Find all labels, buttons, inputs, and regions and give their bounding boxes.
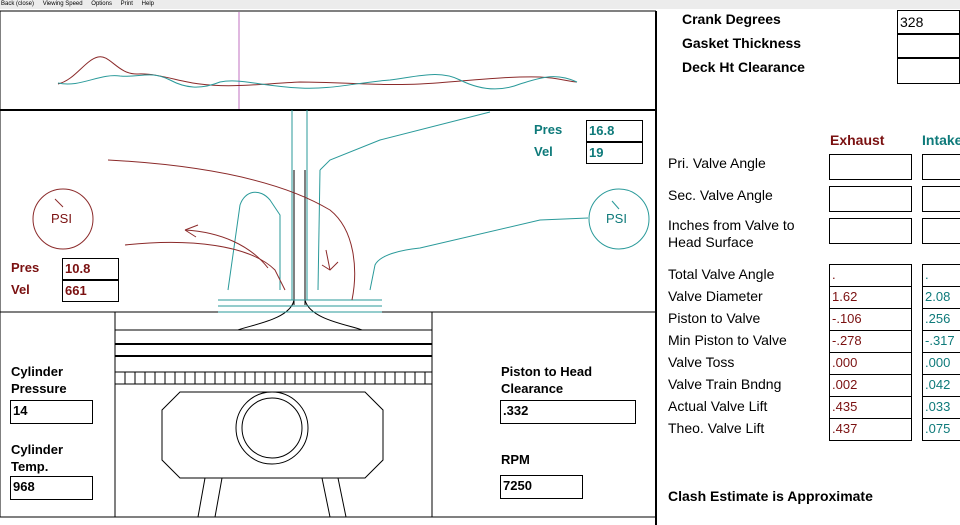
- connecting-rod: [197, 477, 347, 518]
- piston-to-head-label-2: Clearance: [501, 381, 564, 396]
- actual-valve-lift-exhaust[interactable]: .435: [829, 396, 912, 419]
- theo-valve-lift-intake[interactable]: .075: [922, 418, 960, 441]
- inches-from-valve-intake[interactable]: [922, 218, 960, 244]
- sec-valve-angle-intake[interactable]: [922, 186, 960, 212]
- actual-valve-lift-label: Actual Valve Lift: [668, 398, 768, 414]
- pri-valve-angle-intake[interactable]: [922, 154, 960, 180]
- inches-from-valve-exhaust[interactable]: [829, 218, 912, 244]
- intake-header: Intake: [922, 132, 960, 148]
- total-valve-angle-intake[interactable]: .: [922, 264, 960, 287]
- deck-ht-clearance-field[interactable]: [897, 58, 960, 84]
- total-valve-angle-exhaust[interactable]: .: [829, 264, 912, 287]
- cylinder-temp-label-1: Cylinder: [11, 442, 64, 457]
- valve-toss-label: Valve Toss: [668, 354, 735, 370]
- crank-degrees-label: Crank Degrees: [682, 11, 781, 27]
- pri-valve-angle-label: Pri. Valve Angle: [668, 155, 766, 171]
- exhaust-pressure-trace: [57, 56, 578, 87]
- piston-to-valve-intake[interactable]: .256: [922, 308, 960, 331]
- menu-bar: Back (close) Viewing Speed Options Print…: [0, 0, 960, 9]
- exhaust-header: Exhaust: [830, 132, 885, 148]
- intake-pressure-trace: [57, 74, 578, 90]
- intake-pres-label: Pres: [534, 122, 563, 137]
- actual-valve-lift-intake[interactable]: .033: [922, 396, 960, 419]
- min-piston-to-valve-exhaust[interactable]: -.278: [829, 330, 912, 353]
- gasket-thickness-label: Gasket Thickness: [682, 35, 802, 51]
- intake-vel-label: Vel: [534, 144, 553, 159]
- gasket-thickness-field[interactable]: [897, 34, 960, 58]
- intake-pres-field[interactable]: 16.8: [586, 120, 643, 142]
- piston-to-head-label-1: Piston to Head: [501, 364, 593, 379]
- exhaust-psi-gauge: [32, 188, 94, 250]
- exhaust-pres-field[interactable]: 10.8: [62, 258, 119, 280]
- piston-to-head-field[interactable]: .332: [500, 400, 636, 424]
- menu-options[interactable]: Options: [91, 1, 112, 7]
- menu-help[interactable]: Help: [141, 1, 154, 7]
- valve-diameter-intake[interactable]: 2.08: [922, 286, 960, 309]
- menu-back[interactable]: Back (close): [1, 1, 35, 7]
- exhaust-vel-label: Vel: [11, 282, 30, 297]
- sec-valve-angle-label: Sec. Valve Angle: [668, 187, 773, 203]
- piston-body: [161, 391, 384, 479]
- rpm-label: RPM: [501, 452, 530, 467]
- sec-valve-angle-exhaust[interactable]: [829, 186, 912, 212]
- inches-from-valve-label-2: Head Surface: [668, 234, 754, 250]
- valve-toss-intake[interactable]: .000: [922, 352, 960, 375]
- valve-toss-exhaust[interactable]: .000: [829, 352, 912, 375]
- min-piston-to-valve-label: Min Piston to Valve: [668, 332, 787, 348]
- total-valve-angle-label: Total Valve Angle: [668, 266, 775, 282]
- cylinder-pressure-label-2: Pressure: [11, 381, 67, 396]
- valve-train-bndng-label: Valve Train Bndng: [668, 376, 782, 392]
- intake-psi-gauge: [588, 188, 650, 250]
- piston-ring-land: [114, 371, 433, 385]
- theo-valve-lift-label: Theo. Valve Lift: [668, 420, 765, 436]
- pri-valve-angle-exhaust[interactable]: [829, 154, 912, 180]
- intake-psi-label: PSI: [606, 211, 627, 226]
- valve-head: [237, 299, 363, 331]
- cylinder-pressure-label-1: Cylinder: [11, 364, 64, 379]
- cylinder-temp-label-2: Temp.: [11, 459, 49, 474]
- wrist-pin-outer: [235, 391, 309, 465]
- theo-valve-lift-exhaust[interactable]: .437: [829, 418, 912, 441]
- min-piston-to-valve-intake[interactable]: -.317: [922, 330, 960, 353]
- piston-to-valve-exhaust[interactable]: -.106: [829, 308, 912, 331]
- valve-diameter-label: Valve Diameter: [668, 288, 763, 304]
- menu-viewing-speed[interactable]: Viewing Speed: [42, 1, 83, 7]
- cylinder-pressure-field[interactable]: 14: [10, 400, 93, 424]
- exhaust-pres-label: Pres: [11, 260, 40, 275]
- cylinder-temp-field[interactable]: 968: [10, 476, 93, 500]
- wrist-pin-inner: [241, 397, 303, 459]
- menu-print[interactable]: Print: [120, 1, 133, 7]
- valve-diameter-exhaust[interactable]: 1.62: [829, 286, 912, 309]
- inches-from-valve-label-1: Inches from Valve to: [668, 217, 795, 233]
- rpm-field[interactable]: 7250: [500, 475, 583, 499]
- intake-vel-field[interactable]: 19: [586, 142, 643, 164]
- exhaust-psi-label: PSI: [51, 211, 72, 226]
- valve-train-bndng-exhaust[interactable]: .002: [829, 374, 912, 397]
- deck-ht-clearance-label: Deck Ht Clearance: [682, 59, 805, 75]
- valve-train-bndng-intake[interactable]: .042: [922, 374, 960, 397]
- crank-degrees-field[interactable]: 328: [897, 10, 960, 34]
- piston-to-valve-label: Piston to Valve: [668, 310, 761, 326]
- exhaust-vel-field[interactable]: 661: [62, 280, 119, 302]
- clash-estimate-note: Clash Estimate is Approximate: [668, 488, 873, 504]
